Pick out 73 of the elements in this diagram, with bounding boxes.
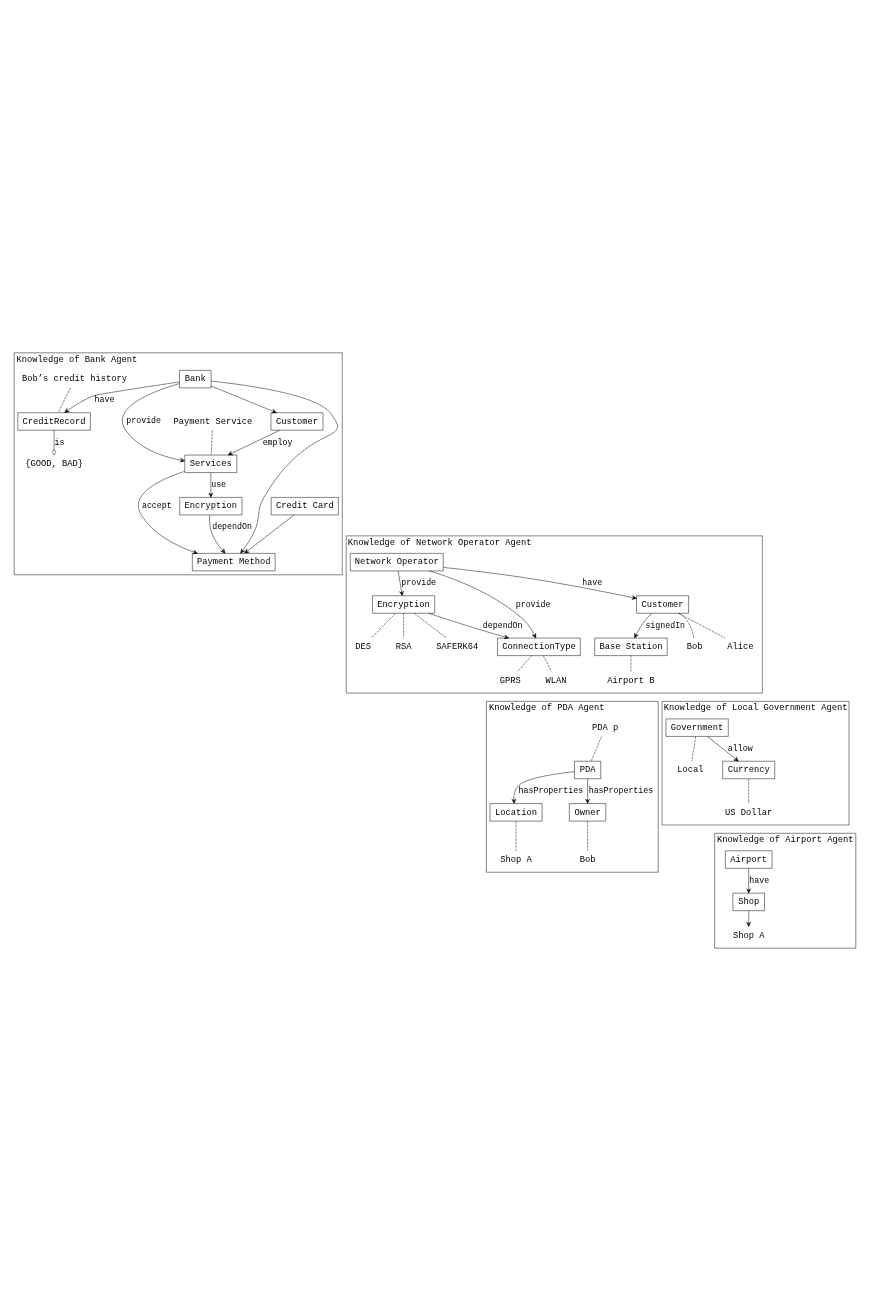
node-text: Bob bbox=[686, 641, 703, 652]
edge-label: use bbox=[211, 479, 227, 489]
edge-label: allow bbox=[727, 743, 753, 753]
edge-label: have bbox=[94, 394, 115, 404]
node-text: SAFERK64 bbox=[436, 641, 479, 652]
node-box: PDA bbox=[574, 760, 601, 779]
node-text: GPRS bbox=[499, 675, 521, 686]
node-text: Airport B bbox=[607, 675, 655, 686]
node-box: Location bbox=[489, 802, 543, 821]
node-text: WLAN bbox=[545, 675, 567, 686]
edge-label: provide bbox=[401, 577, 437, 587]
arrow bbox=[209, 514, 226, 554]
arrow bbox=[634, 612, 653, 638]
node-box: Airport bbox=[725, 850, 773, 869]
node-text: DES bbox=[355, 641, 372, 652]
node-box: Encryption bbox=[372, 595, 435, 613]
connector bbox=[52, 429, 57, 455]
node-box: Credit Card bbox=[270, 496, 339, 515]
connector bbox=[678, 612, 726, 638]
arrow bbox=[122, 382, 185, 462]
edge-label: hasProperties bbox=[588, 785, 654, 795]
arrow bbox=[429, 570, 537, 638]
node-box: Customer bbox=[636, 595, 689, 613]
node-box: Owner bbox=[569, 802, 607, 821]
node-box: Encryption bbox=[179, 496, 243, 515]
node-text: Bob’s credit history bbox=[22, 373, 128, 384]
node-text: Payment Service bbox=[173, 416, 253, 427]
node-text: US Dollar bbox=[725, 806, 773, 817]
arrow bbox=[210, 385, 277, 413]
arrow bbox=[443, 566, 637, 600]
node-box: Currency bbox=[722, 760, 775, 779]
edge-label: have bbox=[582, 577, 603, 587]
node-box: ConnectionType bbox=[497, 637, 581, 656]
arrow bbox=[244, 514, 295, 553]
node-box: Shop bbox=[732, 892, 765, 911]
node-text: Shop A bbox=[500, 854, 532, 865]
edge-label: employ bbox=[262, 437, 293, 447]
node-text: RSA bbox=[395, 641, 412, 652]
node-text: Alice bbox=[727, 641, 754, 652]
edge-label: provide bbox=[126, 415, 162, 425]
node-box: Customer bbox=[270, 411, 324, 430]
arrow bbox=[64, 381, 180, 413]
arrow bbox=[707, 735, 739, 761]
edge-label: have bbox=[749, 875, 770, 885]
edge-label: dependOn bbox=[482, 620, 523, 630]
arrow bbox=[511, 770, 575, 804]
arrow bbox=[208, 471, 214, 498]
edge-label: accept bbox=[141, 500, 172, 510]
node-text: {GOOD, BAD} bbox=[25, 458, 83, 469]
node-box: Government bbox=[665, 718, 729, 737]
arrow bbox=[210, 380, 338, 554]
node-text: PDA p bbox=[591, 722, 619, 733]
arrow bbox=[227, 429, 280, 455]
node-text: Local bbox=[677, 764, 704, 775]
arrow bbox=[746, 867, 751, 893]
node-text: Bob bbox=[579, 854, 596, 865]
node-box: Services bbox=[184, 454, 238, 473]
arrow bbox=[746, 910, 751, 927]
node-text: Shop A bbox=[732, 930, 765, 941]
edge-label: hasProperties bbox=[518, 785, 584, 795]
edge-label: dependOn bbox=[212, 521, 252, 531]
arrow bbox=[428, 612, 509, 639]
arrow bbox=[397, 570, 404, 596]
arrow bbox=[138, 470, 198, 554]
node-box: Payment Method bbox=[192, 552, 276, 571]
arrow bbox=[585, 778, 590, 804]
edge-label: is bbox=[54, 437, 65, 447]
node-box: Network Operator bbox=[350, 552, 444, 571]
edge-label: provide bbox=[515, 599, 551, 608]
node-box: CreditRecord bbox=[17, 411, 91, 430]
node-box: Base Station bbox=[594, 637, 668, 656]
node-box: Bank bbox=[179, 369, 212, 388]
edge-label: signedIn bbox=[645, 620, 686, 630]
